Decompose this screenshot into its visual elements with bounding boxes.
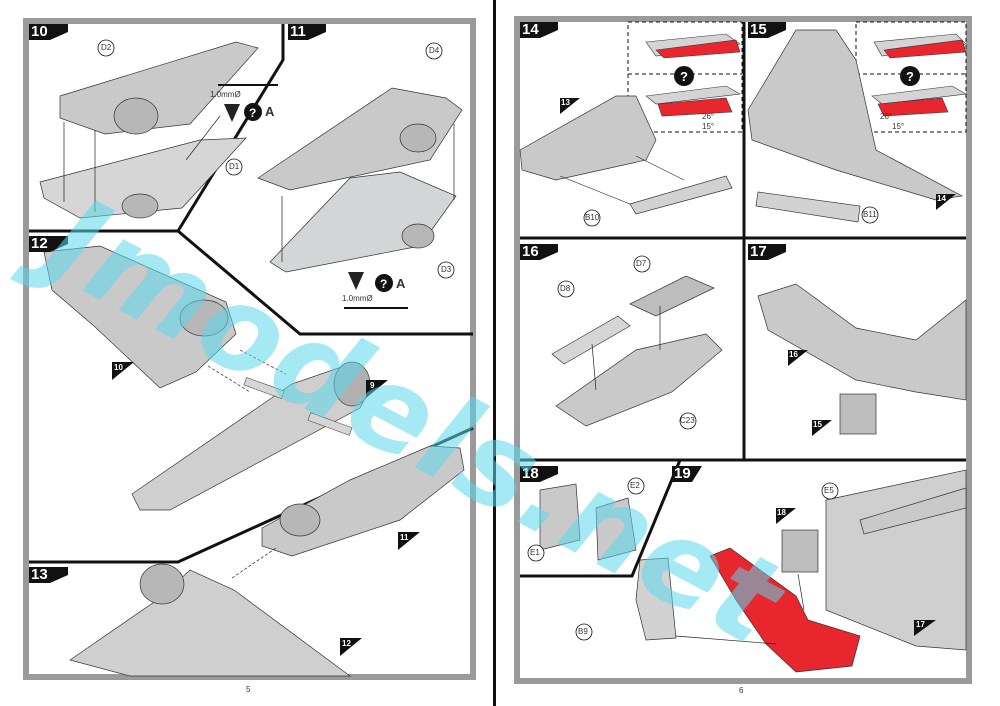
angle-label-15-a: 15° bbox=[702, 122, 715, 131]
part-label-b9: B9 bbox=[578, 627, 588, 636]
step-badge-10: 10 bbox=[31, 23, 48, 40]
step19-rudder-b9 bbox=[635, 557, 677, 641]
step16-stabilizer bbox=[551, 275, 723, 427]
ref-badge-14: 14 bbox=[937, 194, 946, 203]
drill-option-a-2: A bbox=[396, 276, 406, 291]
part-label-d1: D1 bbox=[229, 162, 240, 171]
angle-label-26-a: 26° bbox=[702, 112, 715, 121]
part-label-d8: D8 bbox=[560, 284, 571, 293]
step10-wing-lower bbox=[39, 137, 247, 219]
step14-wing bbox=[519, 95, 733, 215]
step12-fuselage bbox=[131, 361, 373, 511]
step11-wing-lower bbox=[269, 171, 457, 273]
step-badge-16: 16 bbox=[522, 243, 539, 260]
ref-badge-11: 11 bbox=[400, 533, 409, 542]
ref-badge-15: 15 bbox=[813, 420, 822, 429]
part-label-d4: D4 bbox=[429, 46, 440, 55]
part-label-b10: B10 bbox=[585, 213, 600, 222]
left-page: ? ? bbox=[0, 0, 493, 706]
right-page-art: ? ? bbox=[519, 21, 967, 673]
step-badge-13: 13 bbox=[31, 566, 48, 583]
part-label-d2: D2 bbox=[101, 43, 112, 52]
step13-wing-right bbox=[261, 445, 465, 557]
step12-wing bbox=[43, 245, 237, 389]
ref-badge-17: 17 bbox=[916, 620, 925, 629]
svg-text:?: ? bbox=[380, 277, 387, 291]
step19-tail-highlight bbox=[709, 469, 967, 673]
step17-tail bbox=[757, 283, 967, 435]
part-label-e1: E1 bbox=[530, 548, 540, 557]
step-badge-19: 19 bbox=[674, 465, 691, 482]
step-badge-15: 15 bbox=[750, 21, 767, 38]
step-badge-14: 14 bbox=[522, 21, 539, 38]
ref-badge-13: 13 bbox=[561, 98, 570, 107]
part-label-e2: E2 bbox=[630, 481, 640, 490]
svg-text:?: ? bbox=[249, 106, 256, 120]
page-divider bbox=[493, 0, 496, 706]
page-number-right: 6 bbox=[739, 686, 744, 695]
drill-size-label-2: 1.0mmØ bbox=[342, 294, 373, 303]
step-badge-17: 17 bbox=[750, 243, 767, 260]
ref-badge-12: 12 bbox=[342, 639, 351, 648]
step18-parts bbox=[539, 483, 637, 561]
step10-wing-upper bbox=[59, 41, 259, 135]
ref-badge-18: 18 bbox=[777, 508, 786, 517]
step13-aircraft bbox=[69, 563, 352, 677]
part-label-d7: D7 bbox=[636, 259, 647, 268]
ref-badge-10: 10 bbox=[114, 363, 123, 372]
drill-option-a-1: A bbox=[265, 104, 275, 119]
svg-text:?: ? bbox=[906, 69, 914, 84]
part-label-b11: B11 bbox=[863, 210, 877, 219]
ref-badge-16: 16 bbox=[789, 350, 798, 359]
ref-badge-9: 9 bbox=[370, 381, 375, 390]
step-badge-11: 11 bbox=[290, 23, 306, 40]
part-label-d3: D3 bbox=[441, 265, 452, 274]
angle-label-26-b: 26° bbox=[880, 112, 893, 121]
step15-wing bbox=[747, 29, 964, 223]
part-label-c23: C23 bbox=[680, 416, 695, 425]
step11-wing-upper bbox=[257, 87, 463, 191]
drill-size-label-1: 1.0mmØ bbox=[210, 90, 241, 99]
left-page-art: ? ? bbox=[29, 24, 474, 677]
step-badge-18: 18 bbox=[522, 465, 539, 482]
right-page: ? ? bbox=[496, 0, 1000, 706]
part-label-e5: E5 bbox=[824, 486, 834, 495]
svg-text:?: ? bbox=[680, 69, 688, 84]
angle-label-15-b: 15° bbox=[892, 122, 905, 131]
page-number-left: 5 bbox=[246, 685, 251, 694]
step-badge-12: 12 bbox=[31, 235, 48, 252]
